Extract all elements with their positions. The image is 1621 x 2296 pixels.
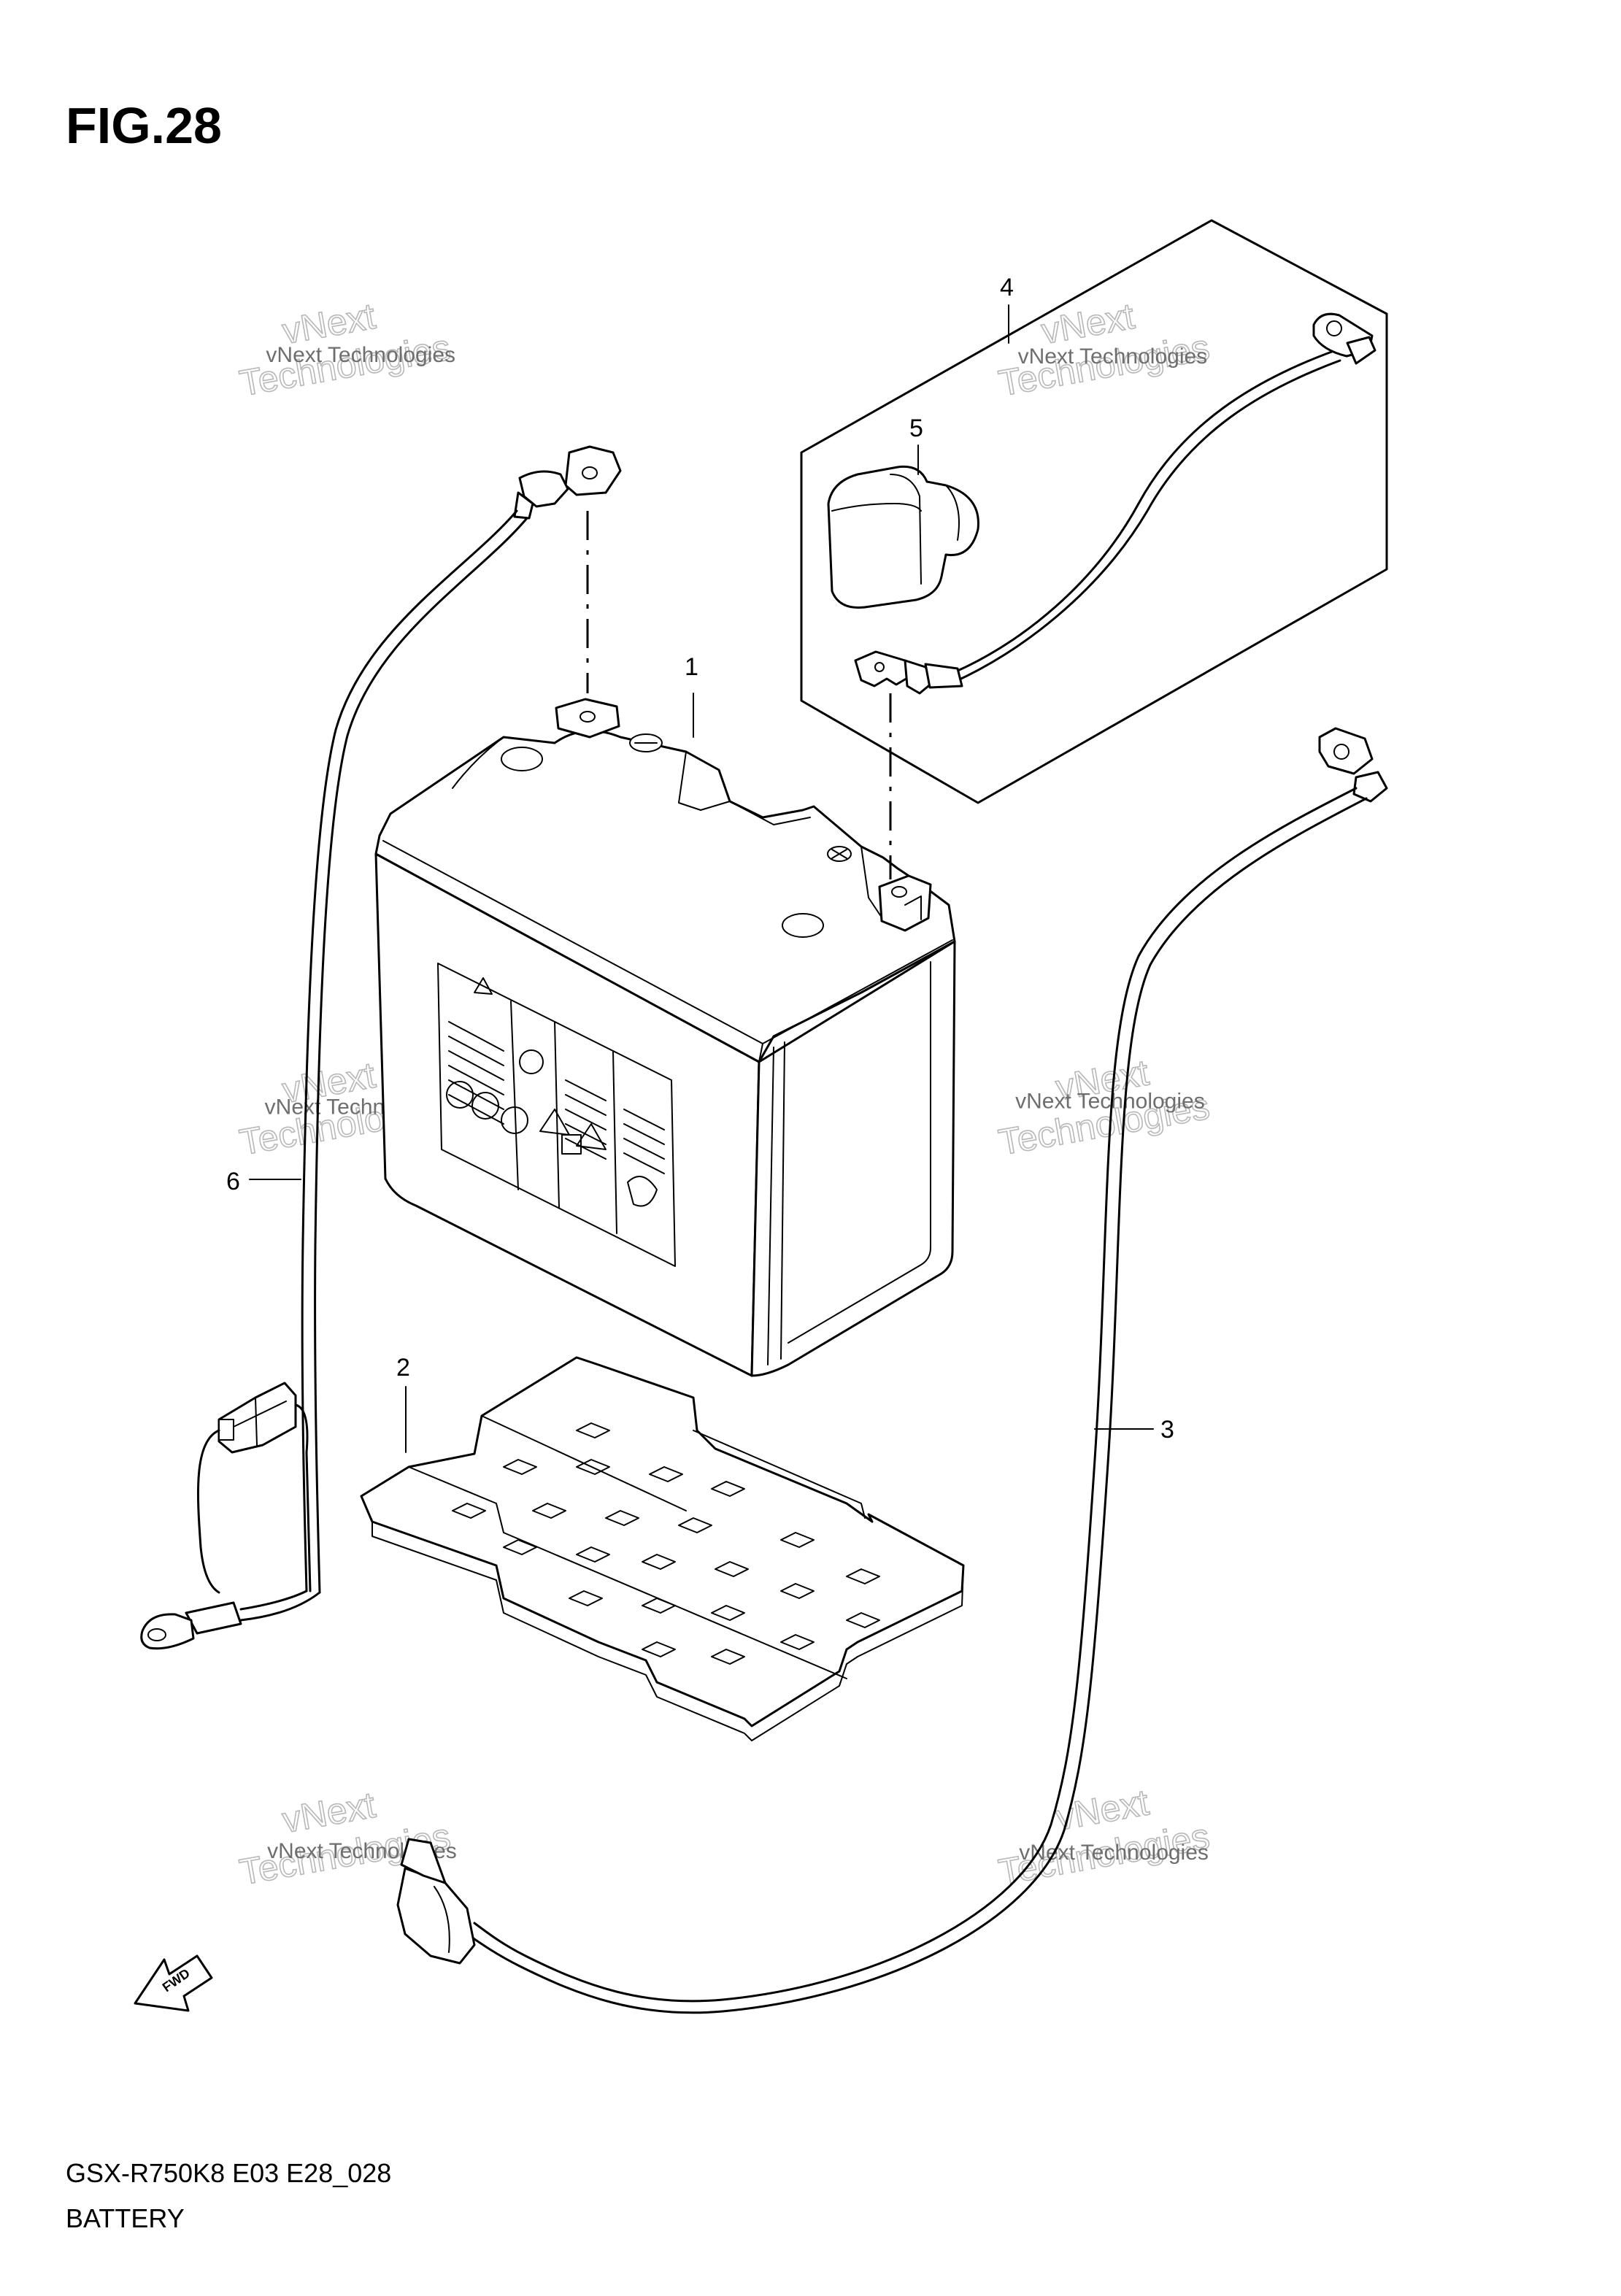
svg-text:vNext Technologies: vNext Technologies bbox=[1015, 1089, 1205, 1113]
callout-6: 6 bbox=[226, 1168, 240, 1195]
fwd-arrow-icon: FWD bbox=[134, 1954, 213, 2012]
callout-3: 3 bbox=[1160, 1416, 1174, 1444]
watermark-top-left: vNext Technologies vNext Technologies bbox=[236, 295, 455, 404]
watermark-mid-right: vNext Technologies vNext Technologies bbox=[995, 1052, 1213, 1164]
part-4-cable-kit-box bbox=[800, 219, 1388, 804]
callout-2: 2 bbox=[396, 1354, 410, 1382]
figure-title: FIG.28 bbox=[66, 97, 222, 154]
part-3-main-cable bbox=[396, 727, 1388, 2014]
figure-name: BATTERY bbox=[66, 2203, 185, 2233]
callout-1: 1 bbox=[685, 653, 698, 681]
part-1-battery bbox=[374, 698, 956, 1377]
watermark-bottom-right: vNext Technologies vNext Technologies bbox=[995, 1781, 1213, 1894]
svg-text:vNext Technologies: vNext Technologies bbox=[266, 343, 455, 367]
callout-4: 4 bbox=[1000, 274, 1014, 301]
callout-5: 5 bbox=[909, 415, 923, 442]
watermark-top-right: vNext Technologies vNext Technologies bbox=[995, 295, 1213, 404]
part-2-battery-tray bbox=[360, 1356, 965, 1741]
part-4-positive-cable bbox=[854, 312, 1376, 695]
figure-code: GSX-R750K8 E03 E28_028 bbox=[66, 2158, 391, 2188]
svg-text:vNext Technologies: vNext Technologies bbox=[1018, 344, 1208, 369]
part-6-negative-cable bbox=[140, 445, 622, 1650]
part-5-terminal-cap bbox=[827, 465, 979, 609]
svg-text:vNext Technologies: vNext Technologies bbox=[1019, 1841, 1209, 1865]
